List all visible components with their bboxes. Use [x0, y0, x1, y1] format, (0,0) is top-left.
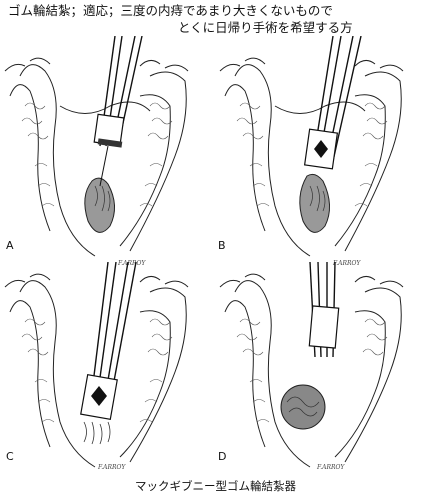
anatomy-illustration-b: [219, 36, 404, 257]
artist-signature-b: F.ARROY: [333, 260, 361, 267]
illustration-panel-a: A F.ARROY: [0, 36, 200, 271]
anatomy-illustration-d: [219, 262, 404, 468]
panel-label-c: C: [6, 450, 14, 463]
artist-signature-a: F.ARROY: [118, 260, 146, 267]
header-line-1: ゴム輪結紮；適応；三度の内痔であまり大きくないもので: [8, 3, 333, 18]
illustration-panel-b: B F.ARROY: [215, 36, 415, 271]
artist-signature-c: F.ARROY: [98, 464, 126, 471]
illustration-panel-d: D F.ARROY: [215, 262, 415, 497]
illustration-panel-c: C F.ARROY: [0, 262, 200, 497]
artist-signature-d: F.ARROY: [317, 464, 345, 471]
figure-caption: マックギブニー型ゴム輪結紮器: [135, 479, 296, 493]
panel-label-a: A: [6, 239, 14, 252]
panel-label-b: B: [218, 239, 226, 252]
anatomy-illustration-a: [4, 36, 189, 257]
header-line-2: とくに日帰り手術を希望する方: [178, 20, 353, 35]
anatomy-illustration-c: [4, 262, 189, 468]
header-text: ゴム輪結紮；適応；三度の内痔であまり大きくないもので とくに日帰り手術を希望する…: [8, 2, 428, 36]
panel-label-d: D: [218, 450, 227, 463]
